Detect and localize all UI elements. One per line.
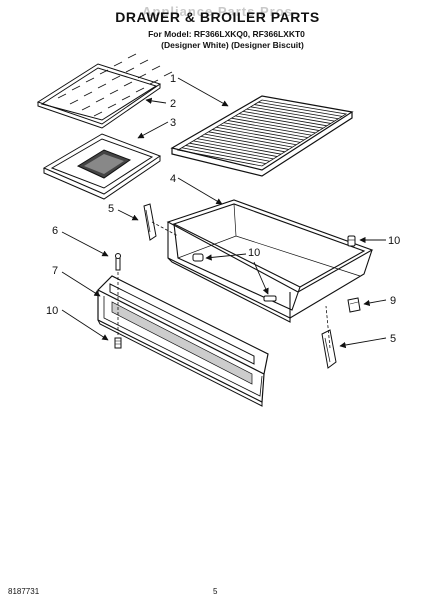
drawer (166, 199, 374, 323)
broiler-pan (42, 133, 162, 200)
variants-line: (Designer White) (Designer Biscuit) (161, 40, 304, 50)
watermark: Appliance Parts Pros (142, 4, 293, 19)
callout-2: 2 (170, 98, 176, 110)
callout-10-right: 10 (388, 235, 400, 247)
callout-4: 4 (170, 173, 176, 185)
page-number: 5 (213, 587, 218, 596)
callout-10-front: 10 (46, 305, 58, 317)
callout-6: 6 (52, 225, 58, 237)
screw-part-10-right (347, 235, 356, 247)
callout-5-left: 5 (108, 203, 114, 215)
page-title: DRAWER & BROILER PARTS (115, 9, 320, 25)
callout-10-drawer: 10 (248, 247, 260, 259)
drawer-slide-left (143, 203, 157, 241)
drawer-front (96, 275, 269, 407)
leader-lines (61, 77, 387, 349)
drawer-slide-right (321, 329, 337, 369)
models-line: For Model: RF366LXKQ0, RF366LXKT0 (148, 29, 305, 39)
oven-rack (170, 95, 354, 177)
callout-numbers: 1 2 3 4 5 6 7 10 10 10 9 5 (46, 73, 400, 345)
callout-5-right: 5 (390, 333, 396, 345)
callout-7: 7 (52, 265, 58, 277)
clip-part-9 (347, 297, 361, 313)
callout-3: 3 (170, 117, 176, 129)
callout-9: 9 (390, 295, 396, 307)
stud-part-6 (115, 253, 121, 271)
screw-part-10-side (263, 295, 277, 302)
callout-1: 1 (170, 73, 176, 85)
broiler-pan-insert (36, 53, 173, 129)
document-number: 8187731 (8, 587, 40, 596)
screw-part-10-front (114, 337, 122, 349)
alignment-lines (117, 221, 331, 349)
screw-part-10-drawer (192, 253, 204, 262)
